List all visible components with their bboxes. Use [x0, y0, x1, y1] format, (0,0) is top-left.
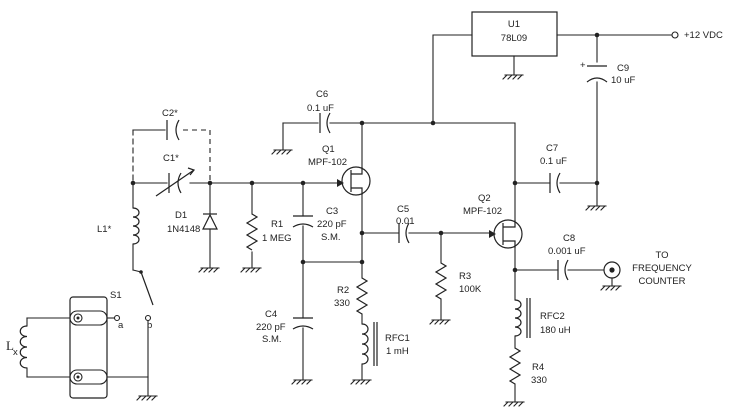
rfc1-choke: RFC1 1 mH [361, 322, 410, 366]
ground-icon [350, 379, 372, 385]
q1-jfet: Q1 MPF-102 [308, 144, 371, 196]
ground-icon [198, 267, 220, 273]
ground-icon [271, 149, 293, 155]
c4-value: 220 pF [256, 322, 286, 333]
s1-pos-b: b [147, 320, 152, 331]
c2-ref: C2* [162, 108, 178, 119]
u1-regulator: U1 78L09 [471, 11, 558, 76]
r2-ref: R2 [337, 285, 349, 296]
c9-polarity: + [580, 60, 586, 71]
c8-ref: C8 [563, 233, 575, 244]
c3-type: S.M. [321, 232, 341, 243]
r1-value: 1 MEG [262, 233, 292, 244]
r2-value: 330 [334, 298, 350, 309]
c2-capacitor: C2* [133, 108, 211, 183]
c4-type: S.M. [262, 334, 282, 345]
c3-ref: C3 [326, 206, 338, 217]
q2-ref: Q2 [478, 193, 491, 204]
c7-ref: C7 [546, 143, 558, 154]
ground-icon [503, 401, 525, 407]
r3-ref: R3 [459, 271, 471, 282]
supply-label: +12 VDC [684, 30, 723, 41]
c1-variable-capacitor: C1* [155, 153, 196, 197]
d1-ref: D1 [175, 210, 187, 221]
lx-sub: x [13, 347, 18, 358]
output-label-line2: FREQUENCY [632, 263, 692, 274]
rfc2-value: 180 uH [540, 325, 571, 336]
s1-ref: S1 [110, 290, 122, 301]
c1-ref: C1* [163, 153, 179, 164]
supply-terminal: +12 VDC [671, 30, 723, 41]
c4-ref: C4 [265, 309, 277, 320]
rfc2-ref: RFC2 [540, 311, 565, 322]
ground-icon [502, 74, 524, 80]
wires [26, 34, 673, 403]
junction-dots [130, 32, 600, 273]
c3-value: 220 pF [317, 219, 347, 230]
output-label-line3: COUNTER [639, 276, 686, 287]
c5-capacitor: C5 0.01 [396, 204, 415, 244]
rfc2-choke: RFC2 180 uH [514, 298, 571, 338]
ground-icon [429, 319, 451, 325]
l1-ref: L1* [97, 224, 112, 235]
s1-switch: S1 a b [110, 270, 154, 331]
c9-value: 10 uF [611, 75, 635, 86]
r3-resistor: R3 100K [434, 262, 482, 300]
c4-capacitor: C4 220 pF S.M. [256, 309, 314, 345]
s1-pos-a: a [118, 320, 124, 331]
c5-value: 0.01 [396, 216, 415, 227]
ground-icon [585, 205, 607, 211]
r1-resistor: R1 1 MEG [245, 213, 292, 251]
lx-ref: L [6, 338, 14, 353]
u1-part: 78L09 [501, 33, 527, 44]
d1-part: 1N4148 [167, 224, 200, 235]
l1-inductor: L1* [97, 207, 140, 245]
r1-ref: R1 [271, 219, 283, 230]
q2-part: MPF-102 [463, 206, 502, 217]
output-bnc-connector: TO FREQUENCY COUNTER [603, 250, 692, 287]
ground-icon [136, 395, 158, 401]
c6-value: 0.1 uF [307, 103, 334, 114]
r4-ref: R4 [532, 362, 544, 373]
c5-ref: C5 [397, 204, 409, 215]
ground-symbols [136, 74, 622, 407]
c3-capacitor: C3 220 pF S.M. [292, 206, 347, 243]
q2-jfet: Q2 MPF-102 [463, 193, 523, 249]
ground-icon [291, 379, 313, 385]
d1-diode: D1 1N4148 [167, 210, 218, 235]
output-label-line1: TO [655, 250, 668, 261]
rfc1-value: 1 mH [386, 346, 409, 357]
c7-value: 0.1 uF [540, 156, 567, 167]
q1-part: MPF-102 [308, 157, 347, 168]
r4-value: 330 [531, 375, 547, 386]
test-fixture [69, 296, 108, 399]
c7-capacitor: C7 0.1 uF [540, 143, 567, 194]
q1-ref: Q1 [322, 144, 335, 155]
r3-value: 100K [459, 284, 482, 295]
u1-ref: U1 [508, 19, 520, 30]
r2-resistor: R2 330 [334, 277, 369, 315]
c6-ref: C6 [316, 89, 328, 100]
c8-value: 0.001 uF [548, 246, 586, 257]
lx-inductor: L x [6, 325, 28, 369]
rfc1-ref: RFC1 [385, 333, 410, 344]
ground-icon [240, 267, 262, 273]
c6-capacitor: C6 0.1 uF [307, 89, 334, 134]
ground-icon [600, 285, 622, 291]
c9-capacitor: + C9 10 uF [580, 60, 635, 86]
r4-resistor: R4 330 [508, 347, 547, 386]
c8-capacitor: C8 0.001 uF [548, 233, 586, 281]
c9-ref: C9 [617, 63, 629, 74]
